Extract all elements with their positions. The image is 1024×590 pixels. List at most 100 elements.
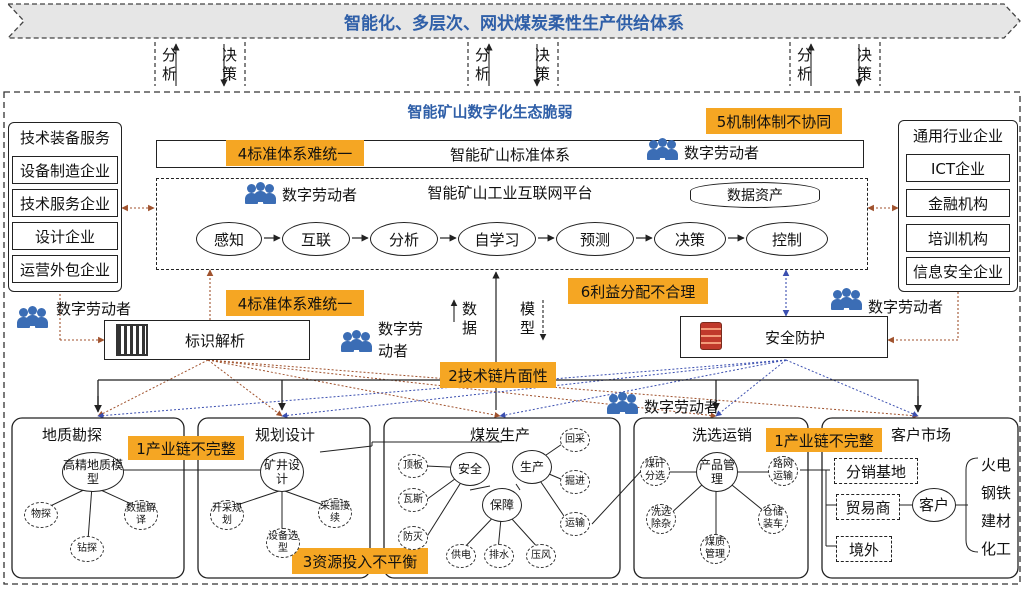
market-industry: 火电 [980, 455, 1011, 474]
feedback-link-lines [154, 42, 881, 87]
coal-support-item: 供电 [446, 544, 476, 568]
problem-mechanism: 5机制体制不协同 [706, 108, 842, 134]
coal-production-item: 回采 [560, 428, 590, 452]
planning-child: 设备选型 [266, 528, 300, 558]
worker-icon [830, 286, 864, 316]
planning-title: 规划设计 [254, 425, 315, 444]
coal-safety-item: 防灭 [398, 526, 428, 550]
worker-label: 数字劳动者 [684, 144, 760, 162]
step-self-learn: 自学习 [458, 222, 536, 256]
washing-title: 洗选运销 [691, 425, 752, 444]
worker-icon [646, 136, 680, 166]
coal-support-item: 排水 [484, 544, 514, 568]
washing-child: 洗选除杂 [646, 504, 676, 534]
geology-center: 高精地质模型 [62, 452, 124, 492]
worker-label: 数字劳动者 [868, 298, 944, 316]
general-industry-item: 信息安全企业 [906, 257, 1010, 285]
banner-arrow [6, 3, 1021, 39]
market-industry: 化工 [980, 539, 1011, 558]
worker-group: 数字劳动者 [606, 390, 766, 424]
washing-child: 煤质管理 [700, 534, 730, 564]
washing-child: 路网运输 [768, 456, 798, 486]
market-channel: 贸易商 [836, 494, 900, 520]
planning-child: 开采规划 [210, 500, 244, 530]
decision-label-1: 决策 [222, 46, 238, 83]
platform-title: 智能矿山工业互联网平台 [427, 183, 593, 202]
coal-safety: 安全 [450, 452, 490, 486]
washing-frame [633, 417, 809, 579]
washing-child: 煤矸分选 [640, 456, 670, 486]
general-industry-title: 通用行业企业 [912, 126, 1003, 145]
tech-services-title: 技术装备服务 [19, 128, 110, 147]
market-channel: 分销基地 [834, 458, 918, 484]
firewall-icon [700, 322, 722, 350]
washing-center: 产品管理 [696, 452, 738, 492]
banner-title: 智能化、多层次、网状煤炭柔性生产供给体系 [344, 13, 684, 34]
market-industry: 钢铁 [980, 483, 1011, 502]
platform-box [156, 178, 868, 270]
problem-industry-chain-1: 1产业链不完整 [128, 436, 244, 460]
coal-title: 煤炭生产 [469, 425, 530, 444]
identification-label: 标识解析 [184, 331, 245, 350]
general-industry-item: 培训机构 [906, 224, 1010, 252]
model-label: 模型 [520, 300, 536, 337]
decision-label-3: 决策 [857, 46, 873, 83]
worker-label: 数字劳动者 [56, 300, 132, 318]
step-analyze: 分析 [370, 222, 438, 256]
step-control: 控制 [746, 222, 828, 256]
geology-title: 地质勘探 [41, 425, 102, 444]
planning-child: 采掘接续 [318, 498, 352, 528]
tech-services-item: 技术服务企业 [12, 189, 118, 217]
analysis-label-2: 分析 [475, 46, 491, 83]
analysis-label-3: 分析 [797, 46, 813, 83]
worker-icon [340, 328, 374, 358]
coal-frame [383, 417, 621, 579]
market-industry: 建材 [980, 511, 1011, 530]
coal-production-item: 掘进 [560, 470, 590, 494]
coal-safety-item: 顶板 [398, 454, 428, 478]
coal-production: 生产 [512, 450, 552, 484]
coal-safety-item: 瓦斯 [398, 488, 428, 512]
ecosystem-frame [3, 91, 1021, 585]
geology-frame [11, 417, 185, 579]
washing-child: 仓储装车 [758, 504, 788, 534]
worker-icon [606, 390, 640, 420]
step-connect: 互联 [282, 222, 350, 256]
planning-frame [197, 417, 371, 579]
analysis-label-1: 分析 [162, 46, 178, 83]
worker-group: 数字劳动者 [16, 296, 176, 336]
qr-code-icon [116, 324, 148, 356]
worker-icon [16, 304, 50, 334]
market-customer: 客户 [912, 488, 956, 522]
tech-services-item: 设计企业 [12, 222, 118, 250]
worker-group: 数字劳动者 [830, 286, 1000, 320]
geology-child: 钻探 [70, 536, 104, 562]
step-predict: 预测 [556, 222, 634, 256]
data-assets-cylinder: 数据资产 [690, 182, 820, 208]
data-label: 数据 [462, 300, 478, 337]
worker-group: 数字劳动者 [646, 136, 806, 170]
geology-child: 物探 [24, 502, 58, 528]
worker-group: 数字劳动者 [244, 180, 404, 214]
market-title: 客户市场 [890, 425, 951, 444]
problem-tech-chain: 2技术链片面性 [440, 362, 556, 388]
coal-support-item: 压风 [526, 544, 556, 568]
problem-resources: 3资源投入不平衡 [292, 548, 428, 574]
security-label: 安全防护 [764, 328, 825, 347]
general-industry-item: ICT企业 [906, 154, 1010, 182]
coal-production-item: 运输 [560, 512, 590, 536]
tech-services-item: 运营外包企业 [12, 255, 118, 283]
coal-support: 保障 [482, 488, 522, 522]
ecosystem-title: 智能矿山数字化生态脆弱 [407, 102, 573, 121]
decision-label-2: 决策 [535, 46, 551, 83]
step-sense: 感知 [196, 222, 262, 256]
worker-label: 数字劳动者 [282, 186, 358, 204]
market-channel: 境外 [836, 536, 892, 562]
market-frame [821, 417, 1019, 579]
general-industry-item: 金融机构 [906, 189, 1010, 217]
problem-industry-chain-2: 1产业链不完整 [766, 428, 882, 452]
problem-profit: 6利益分配不合理 [568, 278, 708, 304]
planning-center: 矿井设计 [260, 452, 304, 492]
